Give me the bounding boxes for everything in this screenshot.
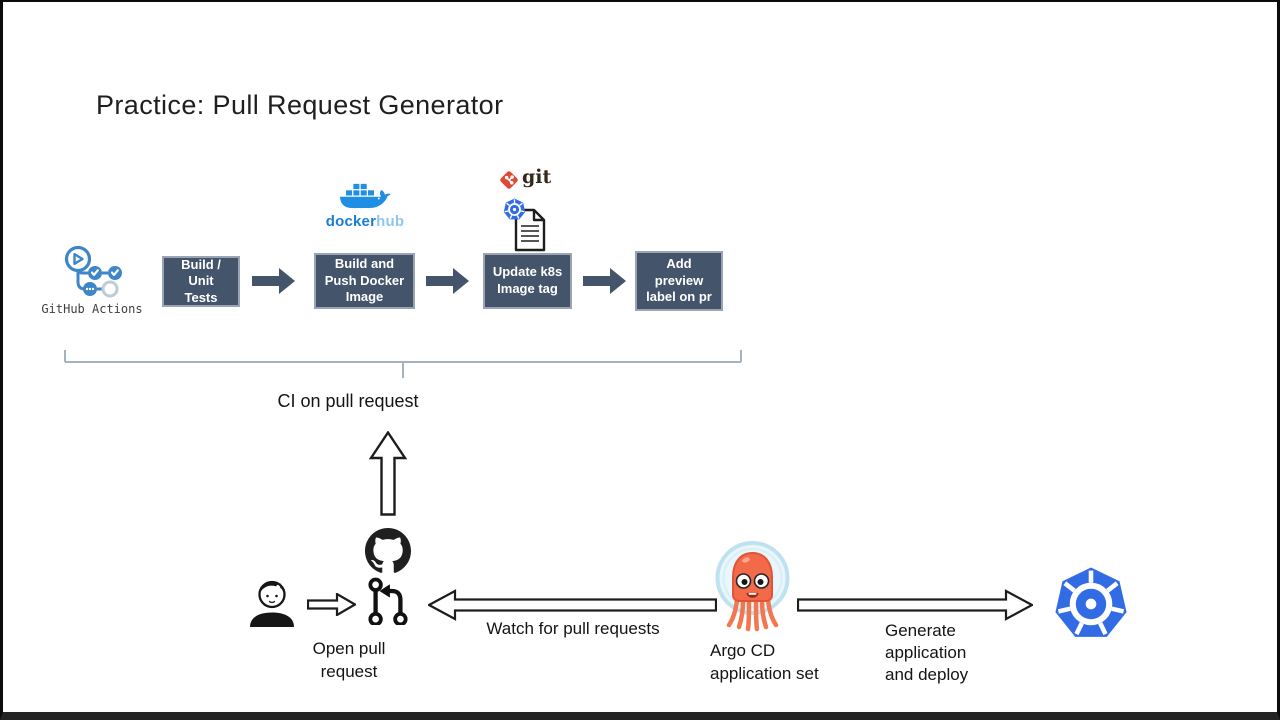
watch-for-pull-requests-label: Watch for pull requests (486, 619, 660, 638)
ci-on-pull-request-label: CI on pull request (277, 391, 419, 411)
github-icon (365, 528, 411, 573)
kubernetes-manifest-icon (503, 198, 546, 252)
pipeline-step-add-preview-label: Add preview label on pr (635, 251, 723, 311)
github-actions-label: GitHub Actions (41, 302, 143, 316)
hub-word: hub (376, 213, 405, 230)
open-pull-request-label: Open pull request (312, 639, 386, 681)
watch-arrow-icon (428, 589, 717, 621)
step-arrow-icon (426, 268, 469, 294)
user-icon (250, 580, 294, 627)
pipeline-step-build-unit-tests: Build / Unit Tests (162, 256, 240, 307)
trigger-up-arrow-icon (369, 431, 407, 516)
git-icon (500, 171, 518, 189)
pipeline-step-build-push-docker: Build and Push Docker Image (314, 253, 415, 309)
page-title: Practice: Pull Request Generator (96, 90, 504, 120)
argo-cd-application-set-label: Argo CD application set (710, 641, 819, 683)
open-pr-arrow-icon (307, 593, 356, 616)
generate-application-deploy-label: Generate application and deploy (885, 621, 969, 684)
docker-hub-wordmark: dockerhub (320, 213, 410, 230)
step-arrow-icon (583, 268, 626, 294)
git-wordmark: git (522, 166, 552, 188)
generate-arrow-icon (797, 589, 1033, 621)
ci-group-bracket (64, 350, 742, 378)
pull-request-icon (368, 577, 408, 625)
pipeline-step-update-k8s-tag: Update k8s Image tag (483, 253, 572, 309)
argo-cd-icon (715, 541, 790, 632)
docker-word: docker (325, 213, 377, 230)
github-actions-icon (64, 245, 122, 298)
kubernetes-icon (1053, 566, 1129, 642)
docker-whale-icon (340, 183, 391, 208)
step-arrow-icon (252, 268, 295, 294)
